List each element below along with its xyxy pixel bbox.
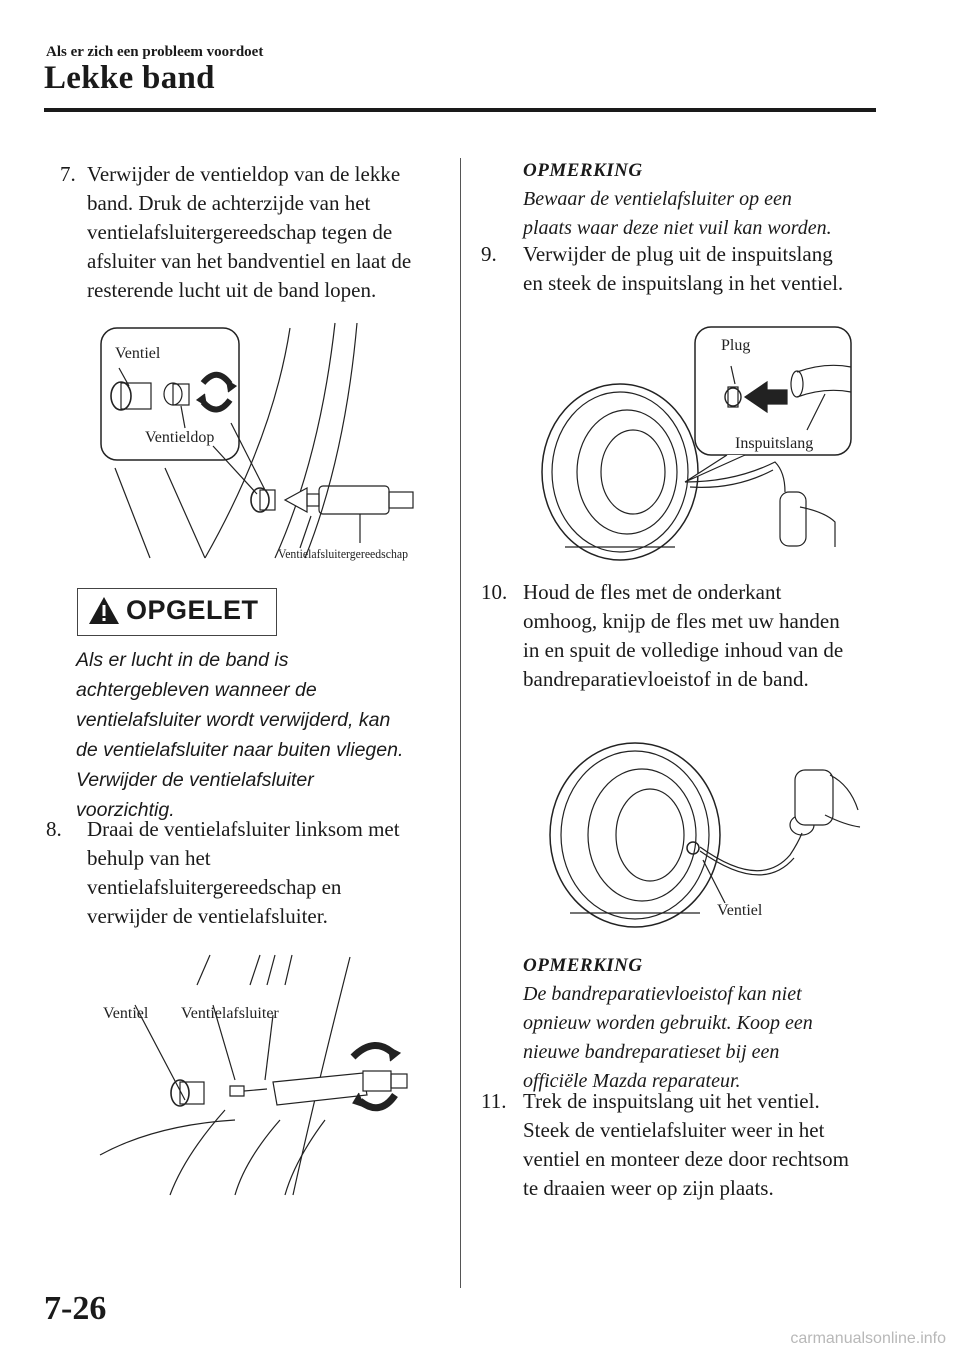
step-line: resterende lucht uit de band lopen.: [87, 278, 377, 302]
step-7: 7. Verwijder de ventieldop van de lekke …: [60, 160, 450, 305]
note-line: De bandreparatievloeistof kan niet: [523, 983, 802, 1005]
caution-line: ventielafsluiter wordt verwijderd, kan: [76, 709, 391, 731]
caution-line: de ventielafsluiter naar buiten vliegen.: [76, 739, 404, 761]
column-divider: [460, 158, 461, 1288]
step-text: Trek de inspuitslang uit het ventiel. St…: [481, 1087, 891, 1203]
caution-box: OPGELET: [77, 588, 277, 636]
step-number: 11.: [481, 1089, 507, 1113]
step-9: 9. Verwijder de plug uit de inspuitslang…: [481, 240, 881, 298]
step-line: Verwijder de plug uit de inspuitslang: [523, 242, 833, 266]
step-line: band. Druk de achterzijde van het: [87, 191, 371, 215]
step-number: 7.: [60, 162, 76, 186]
note-text: De bandreparatievloeistof kan niet opnie…: [523, 980, 883, 1096]
caution-title: OPGELET: [126, 595, 259, 625]
step-line: Trek de inspuitslang uit het ventiel.: [523, 1089, 820, 1113]
note-heading: OPMERKING: [523, 955, 643, 976]
page-title: Lekke band: [44, 60, 215, 96]
label-ventieldop: Ventieldop: [145, 429, 214, 446]
step-line: ventielafsluitergereedschap en: [87, 875, 342, 899]
step-text: Verwijder de ventieldop van de lekke ban…: [60, 160, 450, 305]
step-line: Draai de ventielafsluiter linksom met: [87, 817, 400, 841]
step-text: Draai de ventielafsluiter linksom met be…: [46, 815, 446, 931]
step-line: behulp van het: [87, 846, 211, 870]
step-11: 11. Trek de inspuitslang uit het ventiel…: [481, 1087, 891, 1203]
label-ventiel: Ventiel: [115, 345, 161, 362]
step-10: 10. Houd de fles met de onderkant omhoog…: [481, 578, 891, 694]
step-line: afsluiter van het bandventiel en laat de: [87, 249, 412, 273]
caution-line: achtergebleven wanneer de: [76, 679, 317, 701]
label-plug: Plug: [721, 337, 750, 354]
step-text: Verwijder de plug uit de inspuitslang en…: [481, 240, 881, 298]
header-rule: [44, 108, 876, 112]
figure-hose-insertion: Plug Inspuitslang: [541, 326, 852, 561]
step-text: Houd de fles met de onderkant omhoog, kn…: [481, 578, 891, 694]
step-number: 10.: [481, 580, 508, 604]
step-line: omhoog, knijp de fles met uw handen: [523, 609, 840, 633]
label-ventielafsluitergereedschap: Ventielafsluitergereedschap: [278, 546, 408, 561]
warning-icon: [89, 597, 119, 624]
label-ventiel: Ventiel: [103, 1005, 149, 1022]
step-line: en steek de inspuitslang in het ventiel.: [523, 271, 844, 295]
note-heading: OPMERKING: [523, 160, 643, 181]
step-line: in en spuit de volledige inhoud van de: [523, 638, 844, 662]
figure-valve-core-removal: Ventiel Ventielafsluiter: [99, 954, 408, 1196]
note-line: officiële Mazda reparateur.: [523, 1070, 741, 1092]
step-number: 8.: [46, 817, 62, 841]
label-inspuitslang: Inspuitslang: [735, 435, 813, 452]
step-line: verwijder de ventielafsluiter.: [87, 904, 328, 928]
label-ventielafsluiter: Ventielafsluiter: [181, 1005, 279, 1022]
watermark: carmanualsonline.info: [790, 1330, 946, 1347]
caution-line: voorzichtig.: [76, 799, 175, 821]
note-line: nieuwe bandreparatieset bij een: [523, 1041, 780, 1063]
step-line: Verwijder de ventieldop van de lekke: [87, 162, 401, 186]
caution-line: Als er lucht in de band is: [76, 649, 289, 671]
step-line: ventiel en monteer deze door rechtsom: [523, 1147, 849, 1171]
step-line: te draaien weer op zijn plaats.: [523, 1176, 774, 1200]
note-line: plaats waar deze niet vuil kan worden.: [523, 217, 832, 239]
note-line: opnieuw worden gebruikt. Koop een: [523, 1012, 813, 1034]
step-line: Steek de ventielafsluiter weer in het: [523, 1118, 825, 1142]
step-line: ventielafsluitergereedschap tegen de: [87, 220, 393, 244]
step-line: Houd de fles met de onderkant: [523, 580, 782, 604]
step-line: bandreparatievloeistof in de band.: [523, 667, 809, 691]
note-text: Bewaar de ventielafsluiter op een plaats…: [523, 185, 883, 243]
label-ventiel: Ventiel: [717, 902, 763, 919]
step-number: 9.: [481, 242, 497, 266]
figure-inject-sealant: Ventiel: [549, 742, 861, 928]
caution-text: Als er lucht in de band is achtergebleve…: [76, 645, 446, 825]
section-name: Als er zich een probleem voordoet: [46, 44, 264, 60]
caution-line: Verwijder de ventielafsluiter: [76, 769, 314, 791]
step-8: 8. Draai de ventielafsluiter linksom met…: [46, 815, 446, 931]
figure-valve-cap-removal: Ventiel Ventieldop Ventielafsluitergeree…: [100, 322, 414, 561]
page-number: 7-26: [44, 1290, 107, 1327]
note-line: Bewaar de ventielafsluiter op een: [523, 188, 792, 210]
